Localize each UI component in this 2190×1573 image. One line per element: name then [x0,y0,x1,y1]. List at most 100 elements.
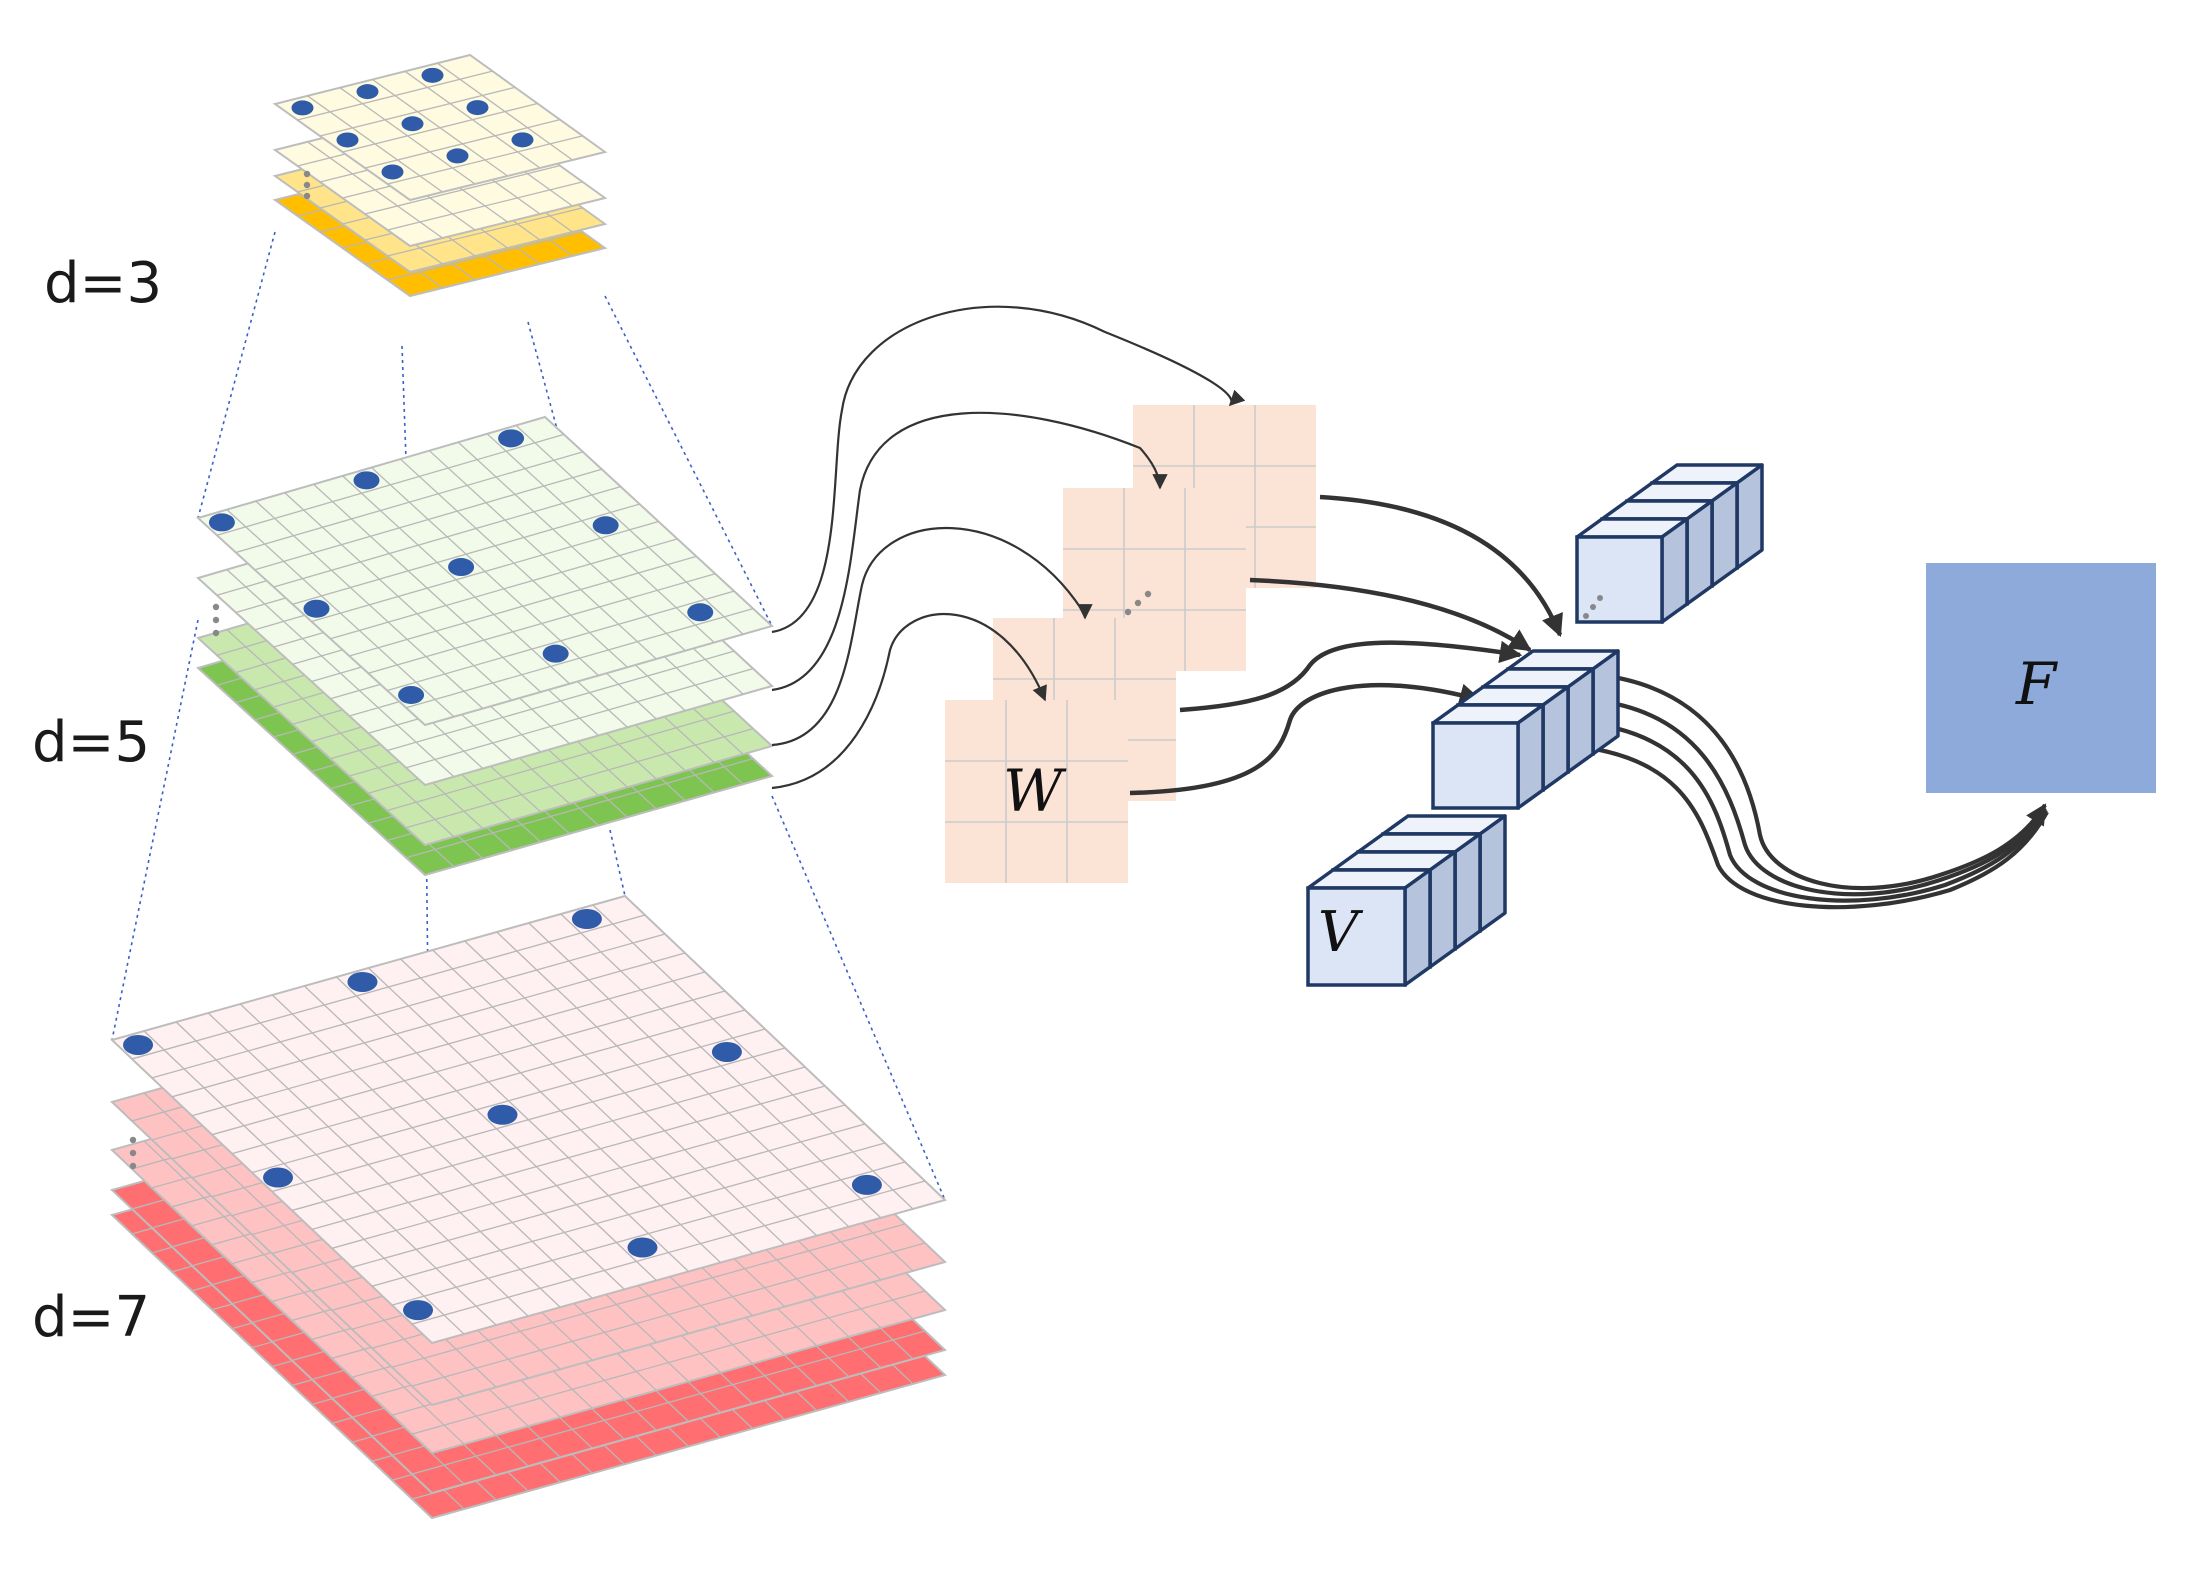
d3-layer-2-gridline-v [387,181,583,231]
d7-layer-1-gridline-v [411,1180,926,1325]
label-f: F [2016,650,2057,718]
kernel-input-arrow [771,526,1093,747]
cube-lower-1-front [1306,886,1407,987]
cube-diagonal-ellipsis-icon [1590,604,1596,610]
d5-dilated-point [687,603,714,622]
d5-layer-2-gridline-v [405,667,754,769]
d3-dilated-point [446,148,469,164]
d7-layer-1b-gridline-v [411,1242,926,1387]
d5-layer-1-gridline-v [386,590,735,692]
d7-dilated-point [123,1034,154,1055]
d3-dilated-point [356,84,379,100]
d3-dilated-point [336,132,359,148]
cube-center-3-side [1566,667,1595,774]
d5-dilated-point [398,685,425,704]
d3-vertical-ellipsis-icon-dot [303,192,311,200]
d5-dilated-point [353,471,380,490]
cube-lower-1-side [1403,868,1432,987]
d3-dilated-point [291,100,314,116]
projection-line [111,619,199,1041]
d3-dilated-point [511,132,534,148]
d7-layer-1-gridline-v [331,1104,846,1249]
output-box [1926,563,2156,793]
kernel-output-arrow [1129,682,1483,796]
d7-layer-1-gridline-v [271,1047,786,1193]
d7-layer-1-gridline-u [464,940,786,1246]
label-w: W [1003,757,1063,825]
cube-lower-3-side [1453,832,1482,951]
weight-diagonal-ellipsis-icon [1144,590,1152,598]
d5-layer-4-gridline-v [405,757,754,859]
d3-vertical-ellipsis-icon [303,170,311,200]
d5-layer-1-gridline-u [515,424,744,635]
d5-dilated-point [448,558,475,577]
kernel-output-arrow [1249,577,1532,652]
weight-kernel-1 [945,700,1128,883]
d7-layer-1-gridline-u [592,904,914,1210]
flow-arrows [771,305,2049,910]
d5-vertical-ellipsis-icon-dot [212,629,220,637]
d7-dilated-point [711,1041,742,1062]
d5-dilated-point [303,599,330,618]
cube-upper-1-side [1660,517,1689,624]
d7-dilated-point [263,1167,294,1188]
cube-diagonal-ellipsis-icon [1583,613,1589,619]
d5-dilated-point [592,516,619,535]
weight-diagonal-ellipsis-icon [1134,599,1142,607]
cube-lower-1 [1306,868,1432,987]
kernel-output-arrow [1179,640,1523,713]
d3-layer-4-gridline-v [387,231,583,281]
d7-dilated-point [347,971,378,992]
d7-layer-1-gridline-u [560,913,882,1219]
d7-layer-2-gridline-v [411,1290,926,1435]
projection-line [197,231,276,519]
label-d7: d=7 [32,1285,151,1350]
d3-layer-1-gridline-v [387,135,583,185]
d3-dilated-point [401,116,424,132]
d7-layer-1-gridline-v [371,1142,886,1287]
feature-map-stacks [110,53,947,1520]
cube-center-4-side [1591,649,1620,756]
d5-vertical-ellipsis-icon [212,603,220,637]
kernel-input-arrow [771,411,1168,692]
cube-center-1 [1431,703,1545,810]
weight-kernels [945,405,1316,883]
d3-layer-3-gridline-v [387,207,583,257]
d5-layer-3-gridline-v [386,710,735,812]
d3-dilated-point [421,67,444,83]
value-cubes [1306,463,1764,987]
cube-lower-2-side [1428,850,1457,969]
cube-upper-1 [1575,517,1689,624]
d7-layer-1 [110,894,947,1345]
d7-dilated-point [851,1174,882,1195]
projection-line [604,295,773,627]
label-v: V [1318,900,1359,965]
cube-upper-2-side [1685,499,1714,606]
kernel-input-arrow [771,305,1246,634]
d7-vertical-ellipsis-icon-dot [129,1162,137,1170]
d5-vertical-ellipsis-icon-dot [212,603,220,611]
projection-line [771,795,946,1201]
kernel-input-arrow [771,613,1047,790]
cube-center-2-side [1541,685,1570,792]
weight-diagonal-ellipsis-icon [1124,608,1132,616]
d7-layer-1-gridline-u [400,958,722,1264]
cube-diagonal-ellipsis-icon [1597,595,1603,601]
d5-layer-1-gridline-v [405,607,754,709]
d5-layer-2-gridline-v [386,650,735,752]
cube-upper-3-side [1710,481,1739,588]
d7-layer-1-gridline-v [291,1066,806,1212]
d7-dilated-point [487,1104,518,1125]
output-arrow [1574,719,2048,903]
d7-vertical-ellipsis-icon [129,1136,137,1170]
d7-layer-1-gridline-v [311,1085,826,1231]
output-arrow [1559,742,2049,910]
d7-layer-1-gridline-u [496,931,818,1237]
cube-center-1-front [1431,721,1520,810]
d5-dilated-point [208,513,235,532]
d3-dilated-point [466,100,489,116]
d5-layer-1 [196,415,774,727]
d7-layer-1-gridline-u [432,949,754,1255]
weight-kernel-1-fill [945,700,1128,883]
